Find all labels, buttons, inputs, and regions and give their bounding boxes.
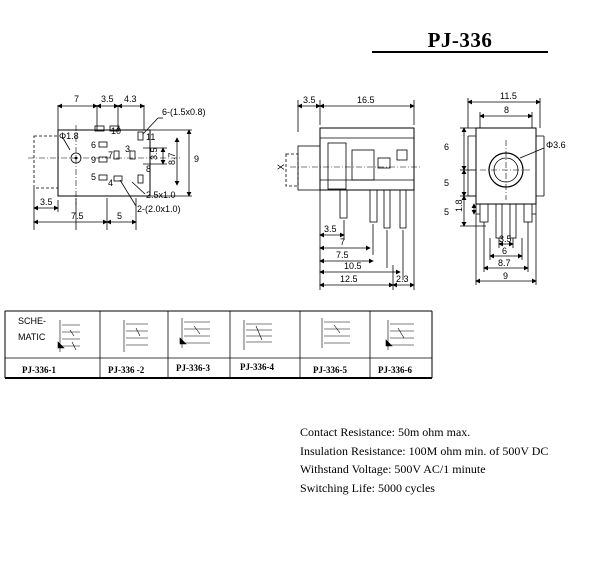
middle-view <box>285 100 420 290</box>
right-dim-5b: 5 <box>444 207 449 217</box>
left-pin-9: 9 <box>91 155 96 165</box>
model-pj-336-4: PJ-336-4 <box>240 362 274 372</box>
schematic-label-2: MATIC <box>18 332 46 342</box>
left-dim-7: 7 <box>74 94 79 104</box>
left-dim-4-3: 4.3 <box>124 94 137 104</box>
model-table-labels: SCHE- MATIC PJ-336-1 PJ-336 -2 PJ-336-3 … <box>18 316 412 375</box>
mid-dim-7: 7 <box>340 237 345 247</box>
model-pj-336-2: PJ-336 -2 <box>108 365 145 375</box>
schematic-5 <box>321 318 350 348</box>
title-underline <box>372 51 548 53</box>
mid-dim-7-5: 7.5 <box>336 250 349 260</box>
right-dim-6: 6 <box>444 142 449 152</box>
right-dim-8-7: 8.7 <box>498 258 511 268</box>
left-dim-2-5x1: 2.5x1.0 <box>146 190 176 200</box>
spec-insulation-resistance: Insulation Resistance: 100M ohm min. of … <box>300 443 549 458</box>
left-dim-8-7: 8.7 <box>167 152 177 165</box>
left-dim-7-5: 7.5 <box>71 211 84 221</box>
mid-dim-12-5: 12.5 <box>340 274 358 284</box>
model-pj-336-3: PJ-336-3 <box>176 363 210 373</box>
left-pin-10: 10 <box>111 126 121 136</box>
part-title: PJ-336 <box>427 28 493 52</box>
right-phi-3-6: Φ3.6 <box>546 140 566 150</box>
mid-dim-2-3: 2.3 <box>396 274 409 284</box>
right-dim-3-5: 3.5 <box>499 234 512 244</box>
mid-x-label: X <box>276 164 286 170</box>
model-table <box>4 310 433 379</box>
left-pin-5: 5 <box>91 172 96 182</box>
mid-dim-16-5: 16.5 <box>357 95 375 105</box>
left-dim-5: 5 <box>117 211 122 221</box>
left-pin-7: 7 <box>108 150 113 160</box>
schematic-3 <box>179 318 210 348</box>
schematic-2 <box>123 320 148 352</box>
left-pin-6: 6 <box>91 140 96 150</box>
spec-contact-resistance: Contact Resistance: 50m ohm max. <box>300 425 471 439</box>
left-pin-11: 11 <box>146 132 155 142</box>
schematic-1 <box>57 320 80 352</box>
title-block: PJ-336 <box>372 28 548 53</box>
left-dim-3-5-vert: 3.5 <box>149 147 159 160</box>
mid-dim-3-5: 3.5 <box>324 224 337 234</box>
spec-withstand-voltage: Withstand Voltage: 500V AC/1 minute <box>300 462 486 476</box>
left-view-labels: 7 3.5 4.3 6-(1.5x0.8) Φ1.8 3.5 8.7 9 2.5… <box>40 94 206 221</box>
left-phi-1-8: Φ1.8 <box>59 131 79 141</box>
left-pin-3: 3 <box>125 144 130 154</box>
schematic-4 <box>243 320 272 350</box>
mid-dim-10-5: 10.5 <box>344 261 362 271</box>
model-pj-336-6: PJ-336-6 <box>378 365 412 375</box>
specifications: Contact Resistance: 50m ohm max. Insulat… <box>300 423 548 497</box>
right-dim-11-5: 11.5 <box>500 91 517 101</box>
mid-dim-3-5-top: 3.5 <box>303 95 316 105</box>
right-view <box>460 98 545 285</box>
left-dim-9: 9 <box>194 154 199 164</box>
left-view <box>28 103 192 230</box>
right-dim-8: 8 <box>504 105 509 115</box>
left-dim-3-5: 3.5 <box>101 94 114 104</box>
model-pj-336-1: PJ-336-1 <box>22 365 56 375</box>
spec-switching-life: Switching Life: 5000 cycles <box>300 480 435 495</box>
left-dim-6-15: 6-(1.5x0.8) <box>162 107 206 117</box>
model-pj-336-5: PJ-336-5 <box>313 365 347 375</box>
schematic-6 <box>385 320 414 350</box>
right-dim-9: 9 <box>503 271 508 281</box>
left-dim-2-20x10: 2-(2.0x1.0) <box>137 204 181 214</box>
right-dim-6b: 6 <box>502 246 507 256</box>
right-view-labels: 11.5 8 Φ3.6 6 5 5 1.8 3.5 6 8.7 9 <box>444 91 566 281</box>
left-pin-8: 8 <box>146 164 151 174</box>
right-dim-1-8: 1.8 <box>454 199 464 212</box>
left-dim-3-5-bottom: 3.5 <box>40 197 53 207</box>
right-dim-5a: 5 <box>444 178 449 188</box>
left-pin-4: 4 <box>108 178 113 188</box>
schematic-label-1: SCHE- <box>18 316 46 326</box>
middle-view-labels: 3.5 16.5 X 3.5 7 7.5 10.5 12.5 2.3 <box>276 95 409 284</box>
